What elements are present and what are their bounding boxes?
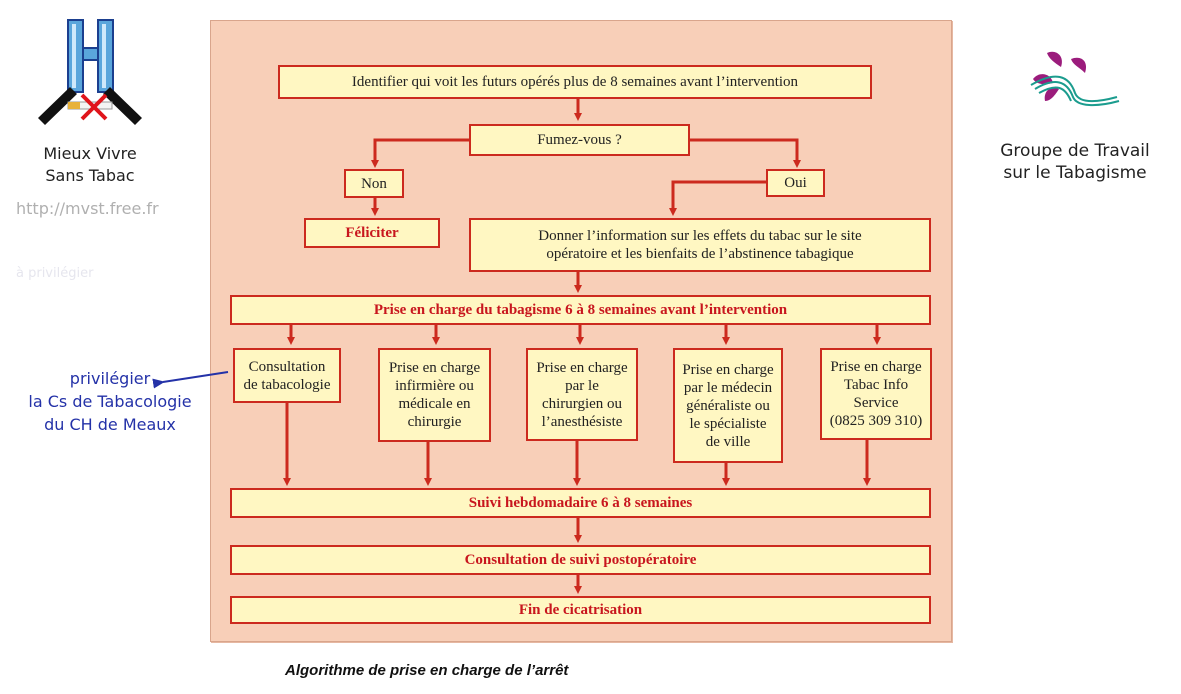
- arrow-question-yes: [690, 138, 801, 168]
- yes-box: Oui: [766, 169, 825, 197]
- option-4-line2: par le médecin: [683, 379, 773, 396]
- option-4-line5: de ville: [705, 433, 751, 450]
- arrow-question-no: [371, 138, 469, 168]
- option-box-3: Prise en charge par le chirurgien ou l’a…: [526, 348, 638, 441]
- gtt-name-line1: Groupe de Travail: [1000, 141, 1150, 161]
- option-box-5: Prise en charge Tabac Info Service (0825…: [820, 348, 932, 440]
- care-text: Prise en charge du tabagisme 6 à 8 semai…: [373, 302, 788, 318]
- option-5-line3: Service: [853, 395, 899, 411]
- gtt-name-line2: sur le Tabagisme: [1003, 163, 1147, 183]
- option-5-line2: Tabac Info: [843, 377, 909, 393]
- annotation-line1: privilégier: [69, 369, 151, 388]
- option-box-4: Prise en charge par le médecin généralis…: [673, 348, 783, 463]
- mvst-logo-graphic: [38, 19, 142, 125]
- annotation-line3: du CH de Meaux: [44, 415, 176, 434]
- weekly-box: Suivi hebdomadaire 6 à 8 semaines: [230, 488, 931, 518]
- identify-text: Identifier qui voit les futurs opérés pl…: [351, 74, 799, 90]
- option-3-line1: Prise en charge: [536, 359, 628, 376]
- mvst-faded-text: à privilégier: [16, 266, 94, 281]
- option-2-line4: chirurgie: [407, 414, 462, 430]
- gtt-logo: [1025, 45, 1125, 115]
- yes-text: Oui: [784, 175, 807, 191]
- congratulate-box: Féliciter: [304, 218, 440, 248]
- option-2-line3: médicale en: [398, 396, 471, 412]
- healing-box: Fin de cicatrisation: [230, 596, 931, 624]
- mvst-name: Mieux Vivre Sans Tabac: [20, 143, 160, 187]
- option-1-line1: Consultation: [248, 358, 326, 375]
- weekly-text: Suivi hebdomadaire 6 à 8 semaines: [468, 495, 693, 511]
- option-1-line2: de tabacologie: [243, 376, 331, 393]
- mvst-url[interactable]: http://mvst.free.fr: [16, 199, 159, 218]
- option-2-line1: Prise en charge: [388, 360, 481, 376]
- option-2-line2: infirmière ou: [395, 378, 474, 394]
- option-4-line4: le spécialiste: [689, 415, 767, 432]
- congratulate-text: Féliciter: [345, 225, 399, 241]
- no-text: Non: [361, 175, 387, 192]
- option-5-line4: (0825 309 310): [829, 413, 923, 429]
- postop-text: Consultation de suivi postopératoire: [464, 552, 697, 568]
- no-box: Non: [344, 169, 404, 198]
- mvst-name-line1: Mieux Vivre: [43, 144, 137, 163]
- mvst-name-line2: Sans Tabac: [45, 166, 135, 185]
- option-3-line3: chirurgien ou: [541, 395, 623, 412]
- option-4-line3: généraliste ou: [686, 397, 770, 414]
- option-5-line1: Prise en charge: [830, 359, 922, 375]
- option-3-line2: par le: [565, 377, 599, 394]
- arrow-yes-inform: [669, 180, 766, 216]
- question-text: Fumez-vous ?: [537, 132, 622, 148]
- inform-line1: Donner l’information sur les effets du t…: [538, 228, 862, 244]
- option-3-line4: l’anesthésiste: [541, 413, 623, 430]
- annotation-line2: la Cs de Tabacologie: [28, 392, 192, 411]
- option-4-line1: Prise en charge: [682, 361, 774, 378]
- identify-box: Identifier qui voit les futurs opérés pl…: [278, 65, 872, 99]
- healing-text: Fin de cicatrisation: [518, 602, 643, 618]
- inform-box: Donner l’information sur les effets du t…: [469, 218, 931, 272]
- question-box: Fumez-vous ?: [469, 124, 690, 156]
- annotation: privilégier la Cs de Tabacologie du CH d…: [10, 367, 210, 436]
- postop-box: Consultation de suivi postopératoire: [230, 545, 931, 575]
- option-box-2: Prise en charge infirmière ou médicale e…: [378, 348, 491, 442]
- gtt-name: Groupe de Travail sur le Tabagisme: [985, 140, 1165, 184]
- inform-line2: opératoire et les bienfaits de l’abstine…: [546, 246, 854, 262]
- annotation-arrow: [152, 371, 229, 389]
- caption: Algorithme de prise en charge de l’arrêt: [285, 662, 569, 679]
- care-box: Prise en charge du tabagisme 6 à 8 semai…: [230, 295, 931, 325]
- gtt-logo-graphic: [1030, 51, 1120, 107]
- option-box-1: Consultation de tabacologie: [233, 348, 341, 403]
- mvst-logo: [30, 15, 150, 130]
